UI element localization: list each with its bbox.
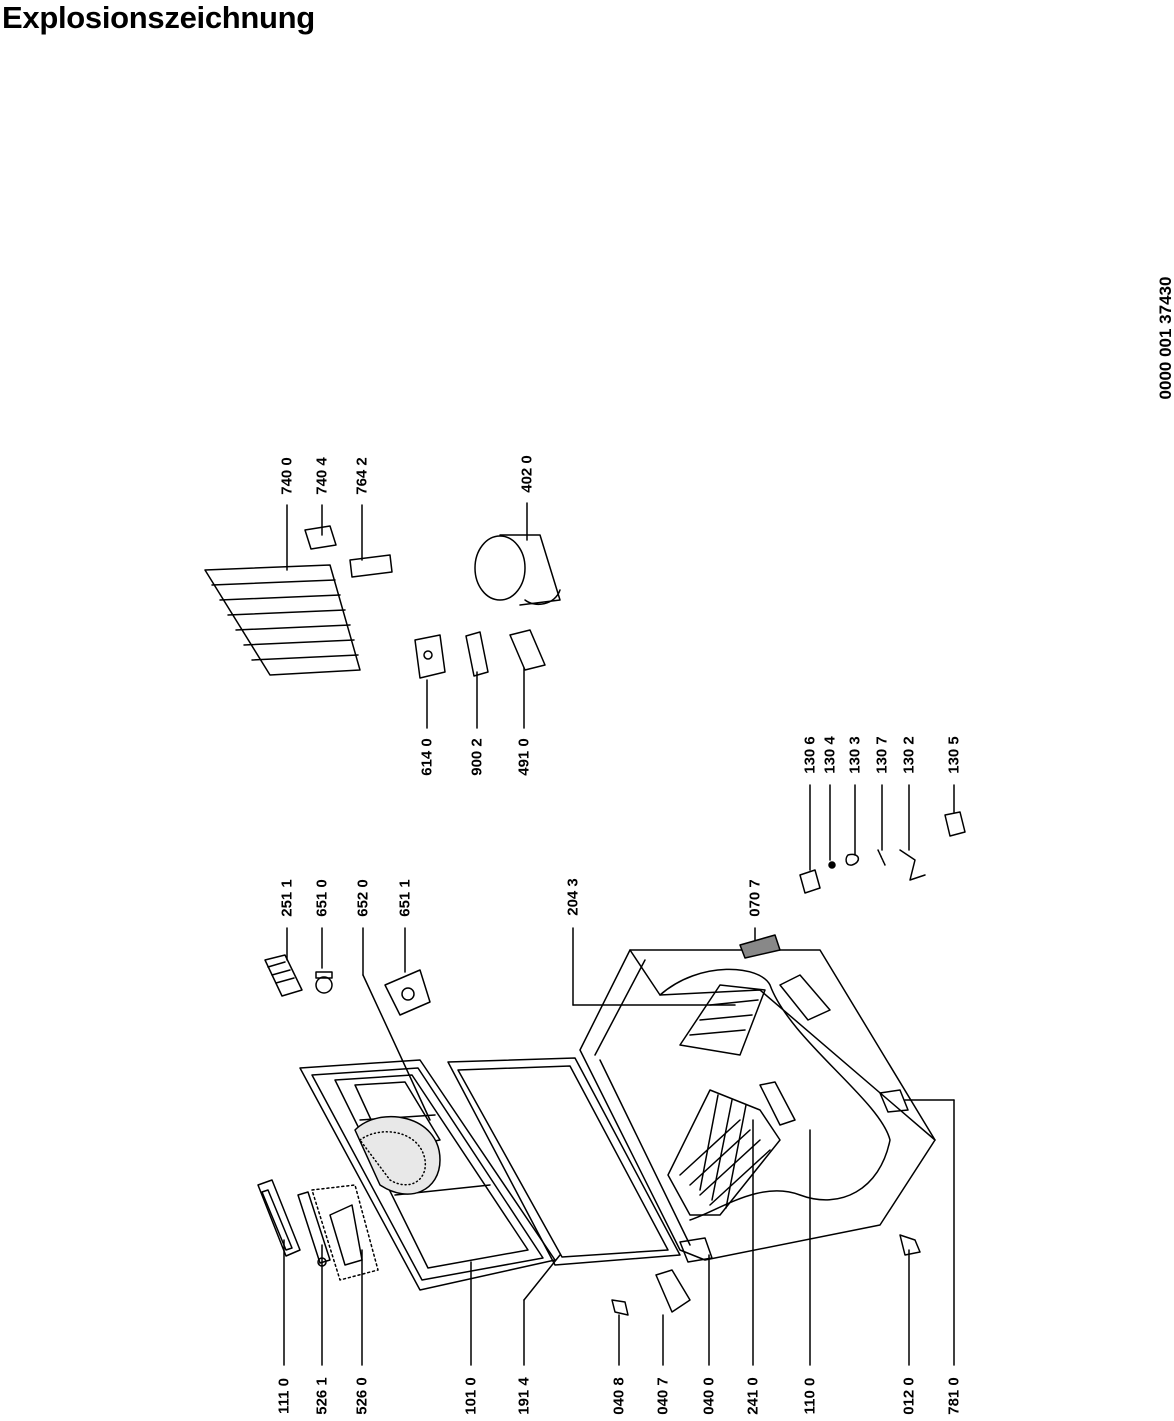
capillary-part bbox=[350, 555, 392, 577]
switch-cover-part bbox=[265, 955, 302, 996]
handle-part bbox=[258, 1180, 300, 1256]
condenser-part bbox=[205, 565, 360, 675]
small-parts-group bbox=[800, 812, 965, 893]
leader-lines bbox=[284, 503, 954, 1365]
door-lid-part bbox=[300, 1060, 555, 1290]
lock-part bbox=[900, 1235, 920, 1255]
bracket-plate-part bbox=[466, 632, 488, 676]
foot-part bbox=[656, 1270, 690, 1312]
relay-part bbox=[415, 635, 445, 678]
page-title: Explosionszeichnung bbox=[2, 0, 315, 35]
catch-part bbox=[880, 1090, 908, 1112]
lamp-holder-part bbox=[298, 1192, 330, 1266]
drier-part bbox=[305, 526, 336, 549]
small-clip-part bbox=[612, 1300, 628, 1315]
thermostat-part bbox=[385, 970, 430, 1015]
compressor-part bbox=[475, 535, 560, 605]
cover-box-part bbox=[510, 630, 545, 670]
lamp-cover-part bbox=[312, 1185, 378, 1280]
hinge-part bbox=[680, 1238, 712, 1262]
bracket-part bbox=[760, 1082, 795, 1125]
door-gasket-part bbox=[448, 1058, 680, 1265]
basket-part bbox=[668, 1090, 780, 1215]
bulb-part bbox=[316, 972, 332, 993]
